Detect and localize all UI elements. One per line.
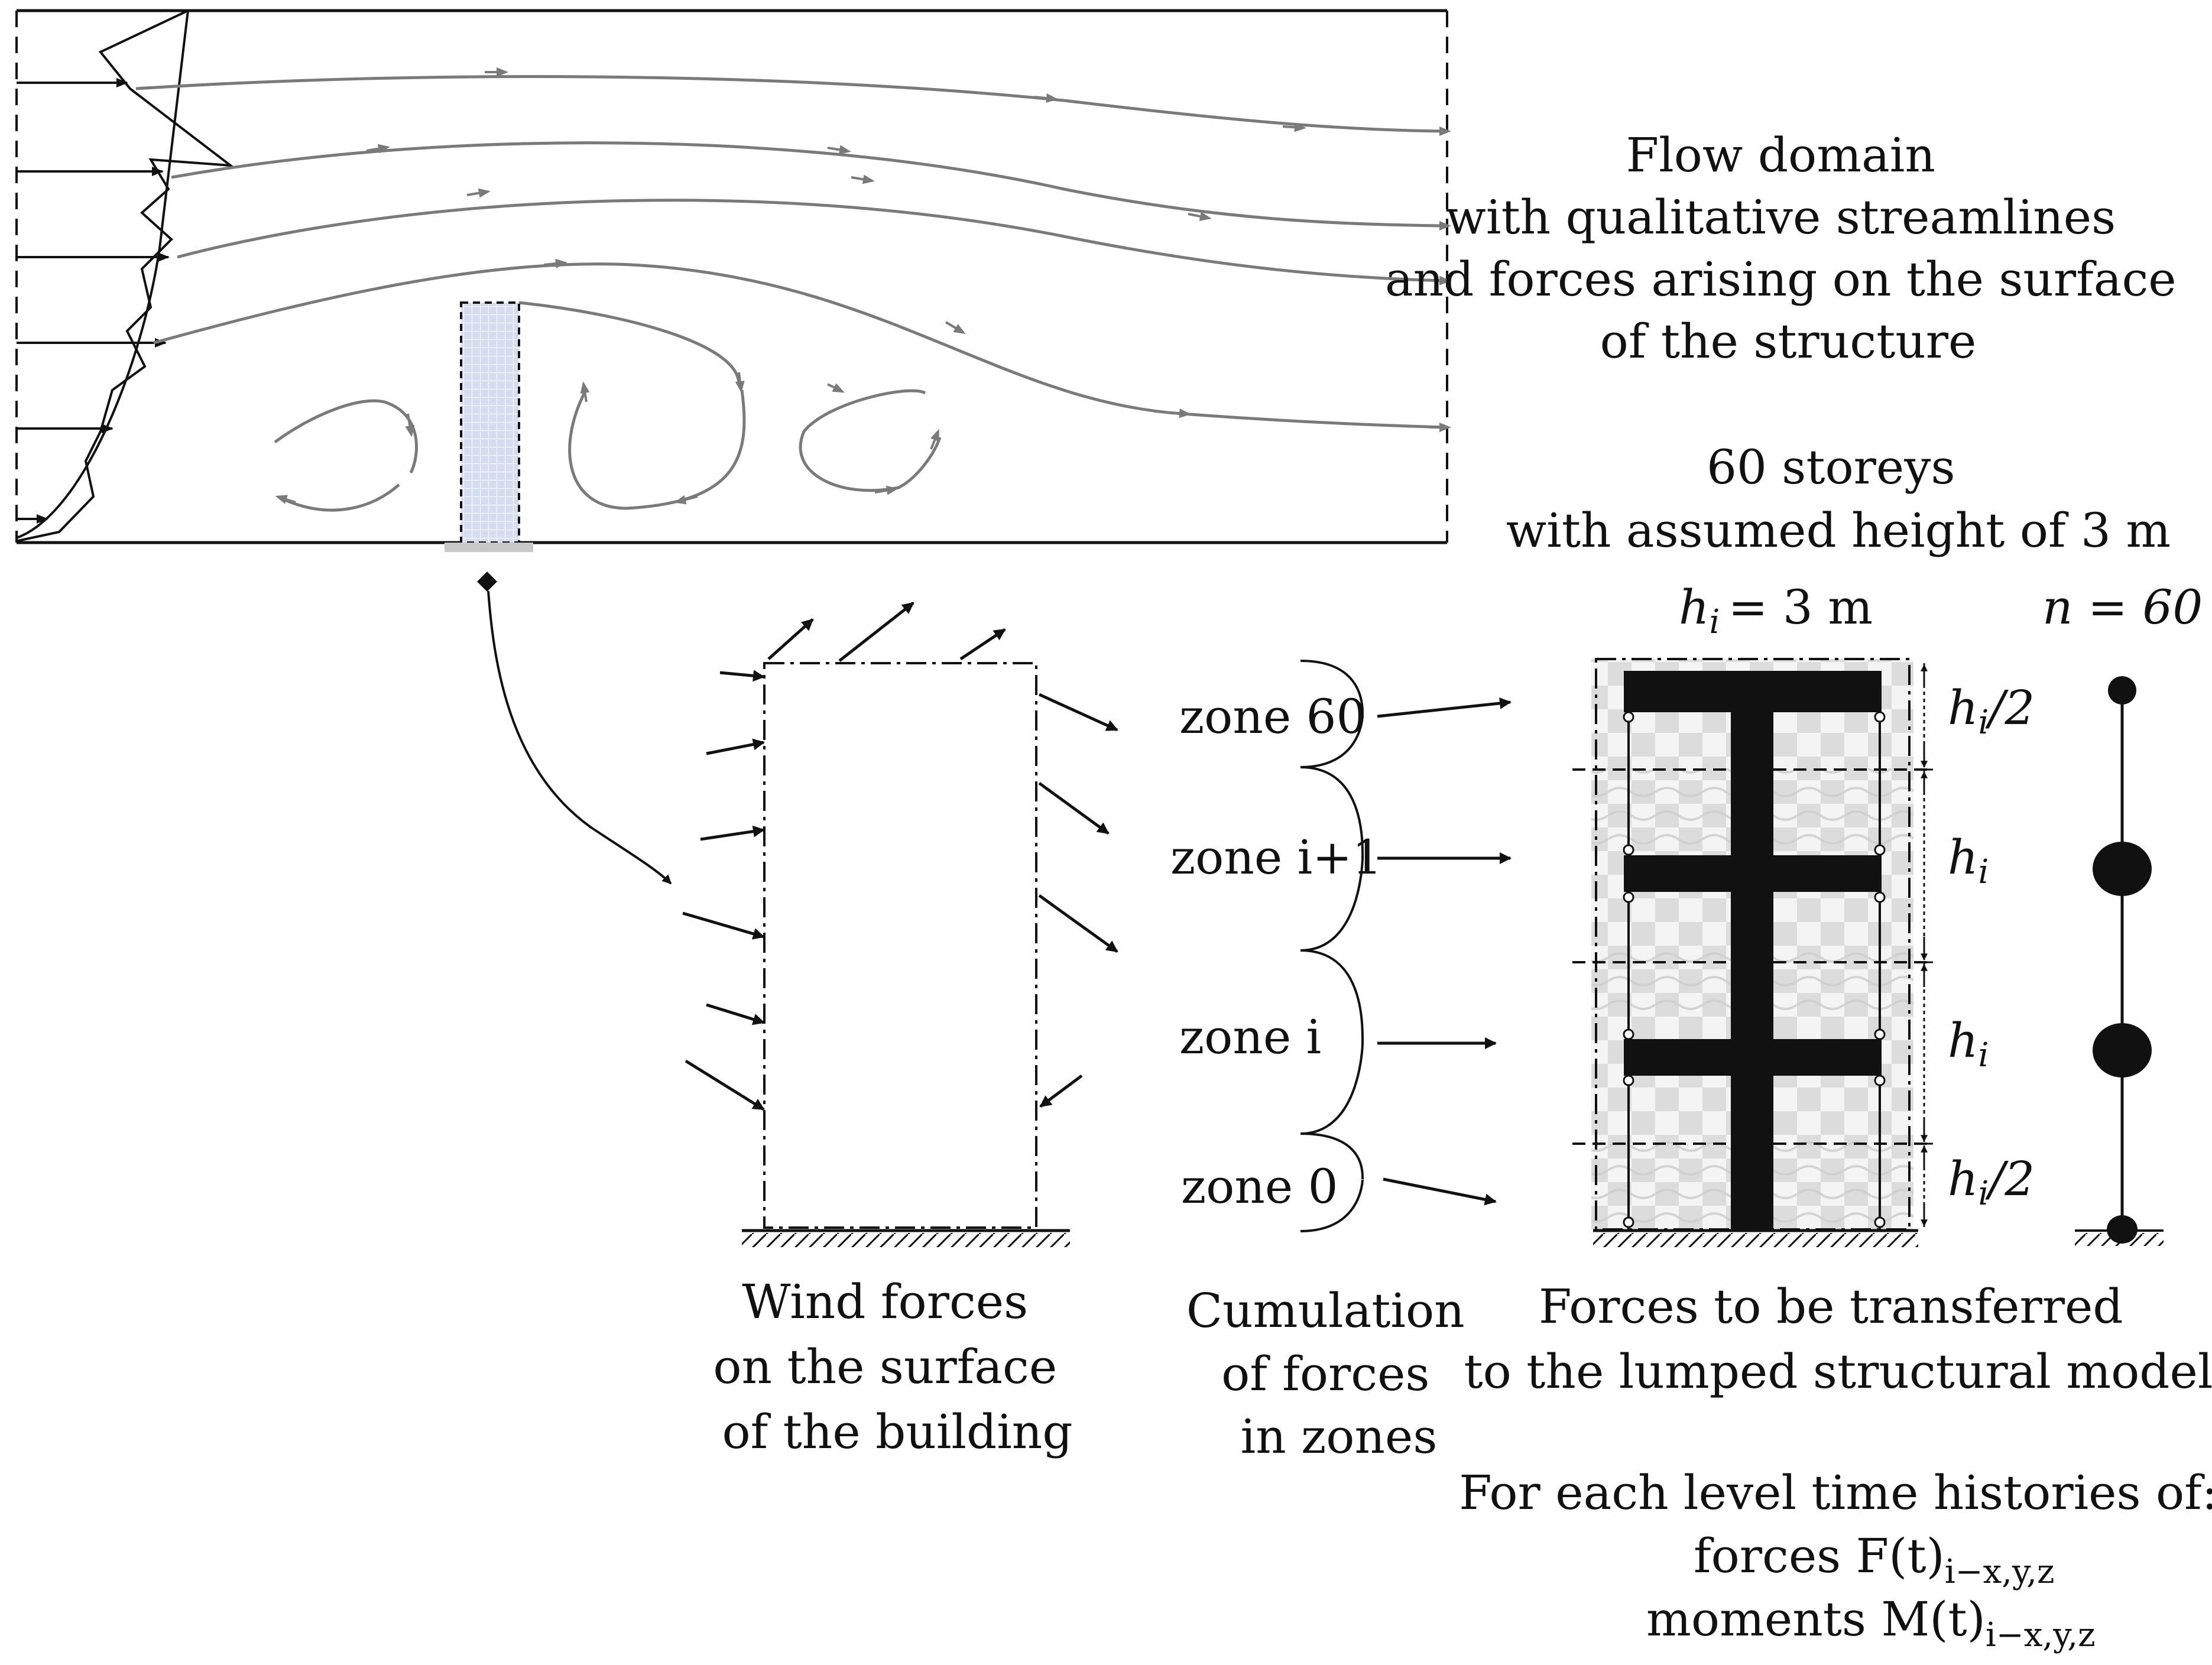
flow-domain: [15, 9, 1448, 544]
zone-cumulated-arrows: [1377, 697, 1512, 1206]
wind-profile: [16, 9, 235, 542]
dim-label-lower: hi: [1948, 1013, 1989, 1075]
storey-count-label: n = 60: [2042, 580, 2203, 635]
hi-index: i: [1710, 603, 1720, 641]
zone-label-i: zone i: [1179, 1010, 1321, 1064]
dim-label-bottom: hi/2: [1948, 1151, 2035, 1213]
zone-label-0: zone 0: [1181, 1159, 1338, 1214]
streamlines: [135, 75, 1446, 512]
histories-forces: forces F(t)i−x,y,z: [1694, 1528, 2054, 1591]
dim-label-top: hi/2: [1948, 680, 2035, 742]
flow-caption-line-4: of the structure: [1600, 314, 1977, 369]
storeys-caption-line-1: 60 storeys: [1707, 440, 1955, 495]
wind-forces-caption: Wind forces on the surface of the buildi…: [713, 1274, 1072, 1459]
histories-caption-line-1: For each level time histories of:: [1459, 1465, 2212, 1520]
transition-arrow: [477, 572, 672, 885]
transfer-caption: Forces to be transferred to the lumped s…: [1464, 1279, 2212, 1399]
storeys-caption: 60 storeys with assumed height of 3 m: [1506, 440, 2171, 558]
flow-caption-line-3: and forces arising on the surface: [1385, 252, 2177, 307]
streamline-arrowheads: [275, 67, 1451, 505]
hi-symbol: h: [1679, 580, 1710, 635]
surface-force-arrows: [682, 602, 1118, 1111]
histories-moments: moments M(t)i−x,y,z: [1646, 1592, 2096, 1654]
zone-braces: [1300, 660, 1364, 1232]
lumped-model: [2075, 676, 2164, 1246]
building-in-flow: [445, 301, 533, 552]
cumulation-caption: Cumulation of forces in zones: [1186, 1283, 1480, 1464]
zone-label-i-plus-1: zone i+1: [1170, 830, 1382, 885]
height-dimension: [1915, 663, 1933, 1228]
flow-caption-line-1: Flow domain: [1626, 128, 1935, 183]
wind-forces-building: [742, 662, 1070, 1247]
zone-label-60: zone 60: [1179, 689, 1366, 744]
dim-label-upper: hi: [1948, 830, 1989, 891]
storeys-caption-line-2: with assumed height of 3 m: [1506, 503, 2171, 558]
storey-height-label: hi= 3 m: [1679, 580, 1873, 641]
flow-domain-caption: Flow domain with qualitative streamlines…: [1385, 128, 2191, 369]
hi-value: = 3 m: [1728, 580, 1873, 635]
structural-frame: [1572, 658, 1928, 1247]
flow-caption-line-2: with qualitative streamlines: [1445, 190, 2116, 245]
